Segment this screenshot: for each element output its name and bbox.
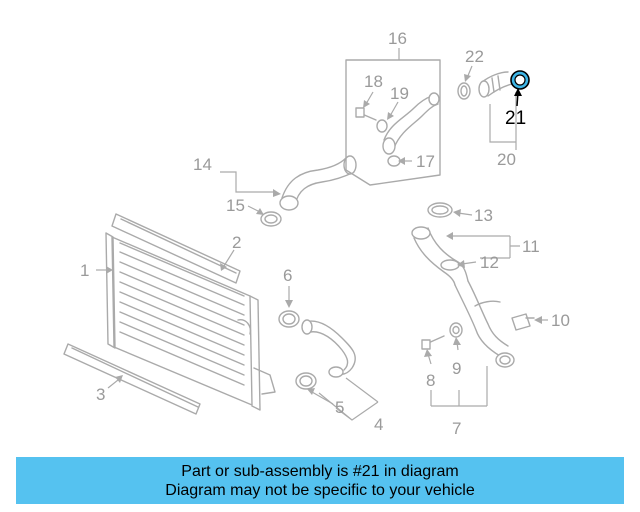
clamp-part-12 xyxy=(440,259,460,271)
callout-3: 3 xyxy=(96,385,105,404)
grommet-part-9 xyxy=(449,322,463,338)
callout-7: 7 xyxy=(452,419,461,438)
subassembly-box-part-16 xyxy=(345,59,441,186)
callout-5: 5 xyxy=(335,398,344,417)
callout-18: 18 xyxy=(364,72,383,91)
callout-labels: 1 2 3 4 5 6 7 8 9 10 11 12 13 14 15 16 1… xyxy=(80,29,570,438)
callout-21-highlighted: 21 xyxy=(505,108,526,129)
callout-1: 1 xyxy=(80,261,89,280)
callout-4: 4 xyxy=(374,415,383,434)
hose-part-14 xyxy=(279,155,357,211)
callout-17: 17 xyxy=(416,152,435,171)
callout-10: 10 xyxy=(551,311,570,330)
clamp-part-6 xyxy=(278,310,300,328)
seal-part-22 xyxy=(457,82,471,100)
leader-lines xyxy=(96,48,548,421)
callout-11: 11 xyxy=(522,237,540,256)
lower-strip-part-3 xyxy=(63,343,201,415)
clamp-part-15 xyxy=(260,211,282,227)
pipe-part-7 xyxy=(454,280,515,368)
info-banner: Part or sub-assembly is #21 in diagram D… xyxy=(16,457,624,504)
callout-8: 8 xyxy=(426,371,435,390)
bolt-part-8 xyxy=(421,335,445,350)
banner-line-part-number: Part or sub-assembly is #21 in diagram xyxy=(181,462,459,480)
hose-part-4 xyxy=(301,319,356,378)
sensor-part-10 xyxy=(511,313,535,331)
callout-16: 16 xyxy=(388,29,407,48)
banner-line-disclaimer: Diagram may not be specific to your vehi… xyxy=(165,481,475,499)
intercooler-part-1 xyxy=(105,232,276,411)
seal-part-21-highlighted xyxy=(510,70,530,90)
clamp-part-13 xyxy=(427,202,453,218)
hose-part-20 xyxy=(478,71,513,98)
pipe-part-11 xyxy=(411,226,469,286)
callout-20: 20 xyxy=(497,150,516,169)
callout-2: 2 xyxy=(232,233,241,252)
callout-12: 12 xyxy=(480,253,499,272)
callout-22: 22 xyxy=(465,47,484,66)
leader-21-highlight xyxy=(514,88,522,107)
callout-9: 9 xyxy=(452,359,461,378)
parts-diagram: 1 2 3 4 5 6 7 8 9 10 11 12 13 14 15 16 1… xyxy=(63,29,570,438)
callout-6: 6 xyxy=(283,266,292,285)
hose-part-19 xyxy=(376,92,440,155)
callout-13: 13 xyxy=(474,206,493,225)
clamp-part-5 xyxy=(295,372,317,390)
callout-15: 15 xyxy=(226,196,245,215)
callout-19: 19 xyxy=(390,84,409,103)
top-rail-part-2 xyxy=(111,213,241,284)
callout-14: 14 xyxy=(193,155,212,174)
bolt-part-18 xyxy=(355,107,377,121)
